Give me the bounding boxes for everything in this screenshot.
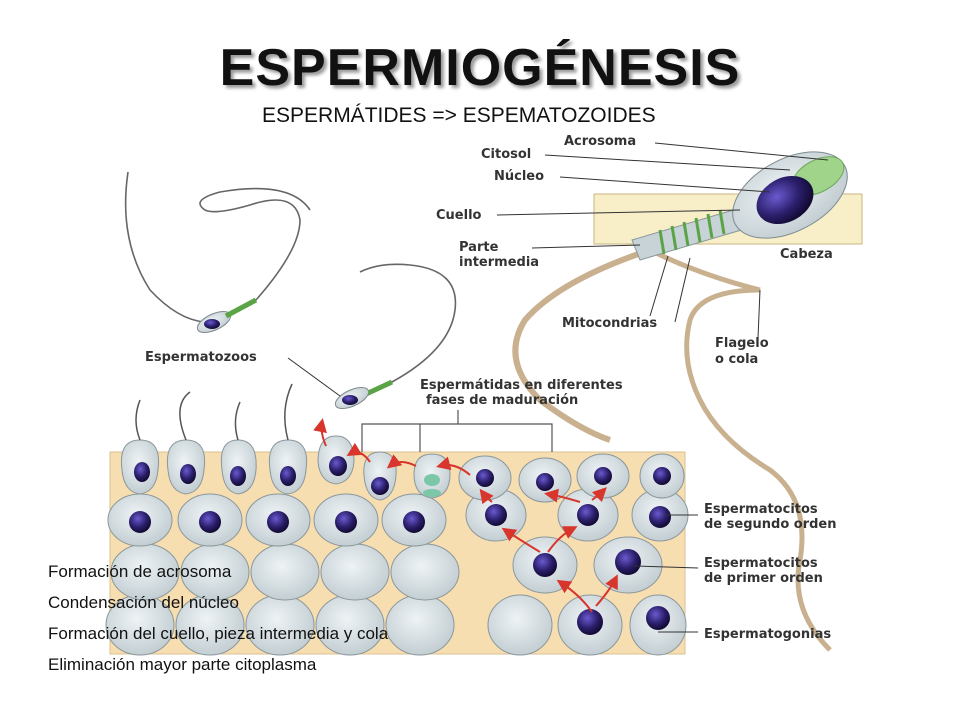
label-cabeza: Cabeza [780,247,833,262]
note-item: Eliminación mayor parte citoplasma [48,655,317,674]
label-espermatocitos-1-line2: de primer orden [704,571,823,586]
leader-lines [287,142,829,633]
label-o-cola: o cola [715,352,759,367]
note-item: Formación de acrosoma [48,562,232,581]
page-subtitle: ESPERMÁTIDES => ESPEMATOZOIDES [262,104,656,127]
page-title: ESPERMIOGÉNESIS [219,39,741,97]
label-cuello: Cuello [436,208,482,223]
spermatids-round-row [458,453,685,503]
secondary-spermatocytes-row [107,488,689,547]
label-espermatocitos-2-line1: Espermatocitos [704,502,818,517]
note-item: Condensación del núcleo [48,593,239,612]
process-notes: Formación de acrosoma Condensación del n… [48,556,388,680]
spermatogonia-row [105,594,687,656]
spermatids-bracket [361,410,553,452]
label-espermatozoos: Espermatozoos [145,350,257,365]
label-parte: Parte [459,240,499,255]
label-citosol: Citosol [481,147,532,162]
label-espermatidas-line1: Espermátidas en diferentes [420,378,623,393]
label-flagelo: Flagelo [715,336,769,351]
label-espermatidas-line2: fases de maduración [426,393,579,408]
mature-spermatozoon [512,151,863,652]
label-espermatocitos-2-line2: de segundo orden [704,517,837,532]
elongating-spermatids [120,383,451,501]
free-spermatozoa [124,171,457,410]
note-item: Formación del cuello, pieza intermedia y… [48,624,389,643]
maturation-arrows [313,418,618,613]
label-nucleo: Núcleo [494,169,545,184]
label-espermatocitos-1-line1: Espermatocitos [704,556,818,571]
label-mitocondrias: Mitocondrias [562,316,658,331]
label-espermatogonias: Espermatogonias [704,627,832,642]
label-intermedia: intermedia [459,255,540,270]
label-acrosoma: Acrosoma [564,134,637,149]
